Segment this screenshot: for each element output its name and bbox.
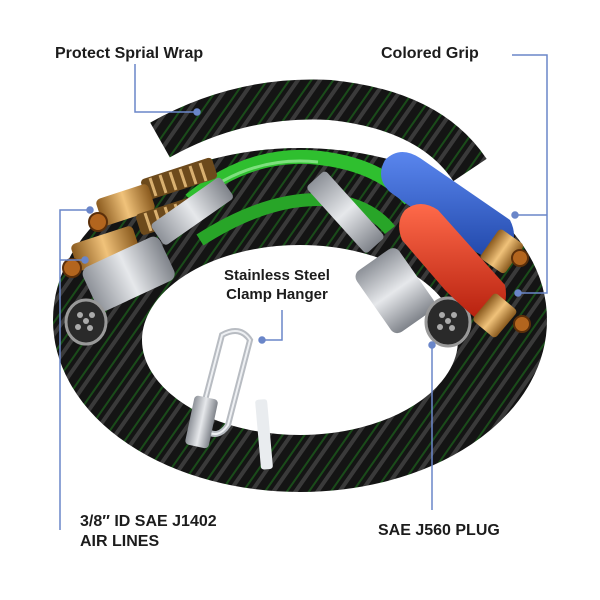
blue-grip [381,151,529,274]
leader-air-lines [59,209,90,530]
steel-plug [307,171,472,348]
leader-spiral-wrap [134,64,197,113]
label-clamp-line2: Clamp Hanger [226,286,328,303]
leader-lines [59,54,548,530]
label-clamp-hanger: Stainless Steel Clamp Hanger [224,266,330,304]
label-air-lines: 3/8″ ID SAE J1402 AIR LINES [80,512,217,552]
carabiner-clamp [185,328,273,470]
label-air-line2: AIR LINES [80,533,160,550]
leader-clamp [262,310,283,341]
label-clamp-line1: Stainless Steel [224,267,330,284]
steel-plug [64,177,233,346]
label-spiral-wrap: Protect Sprial Wrap [55,45,204,62]
label-air-line1: 3/8″ ID SAE J1402 [80,513,217,530]
label-plug: SAE J560 PLUG [378,522,500,539]
leader-colored-grip [512,54,548,294]
label-colored-grip: Colored Grip [381,45,479,62]
red-grip [399,204,531,338]
